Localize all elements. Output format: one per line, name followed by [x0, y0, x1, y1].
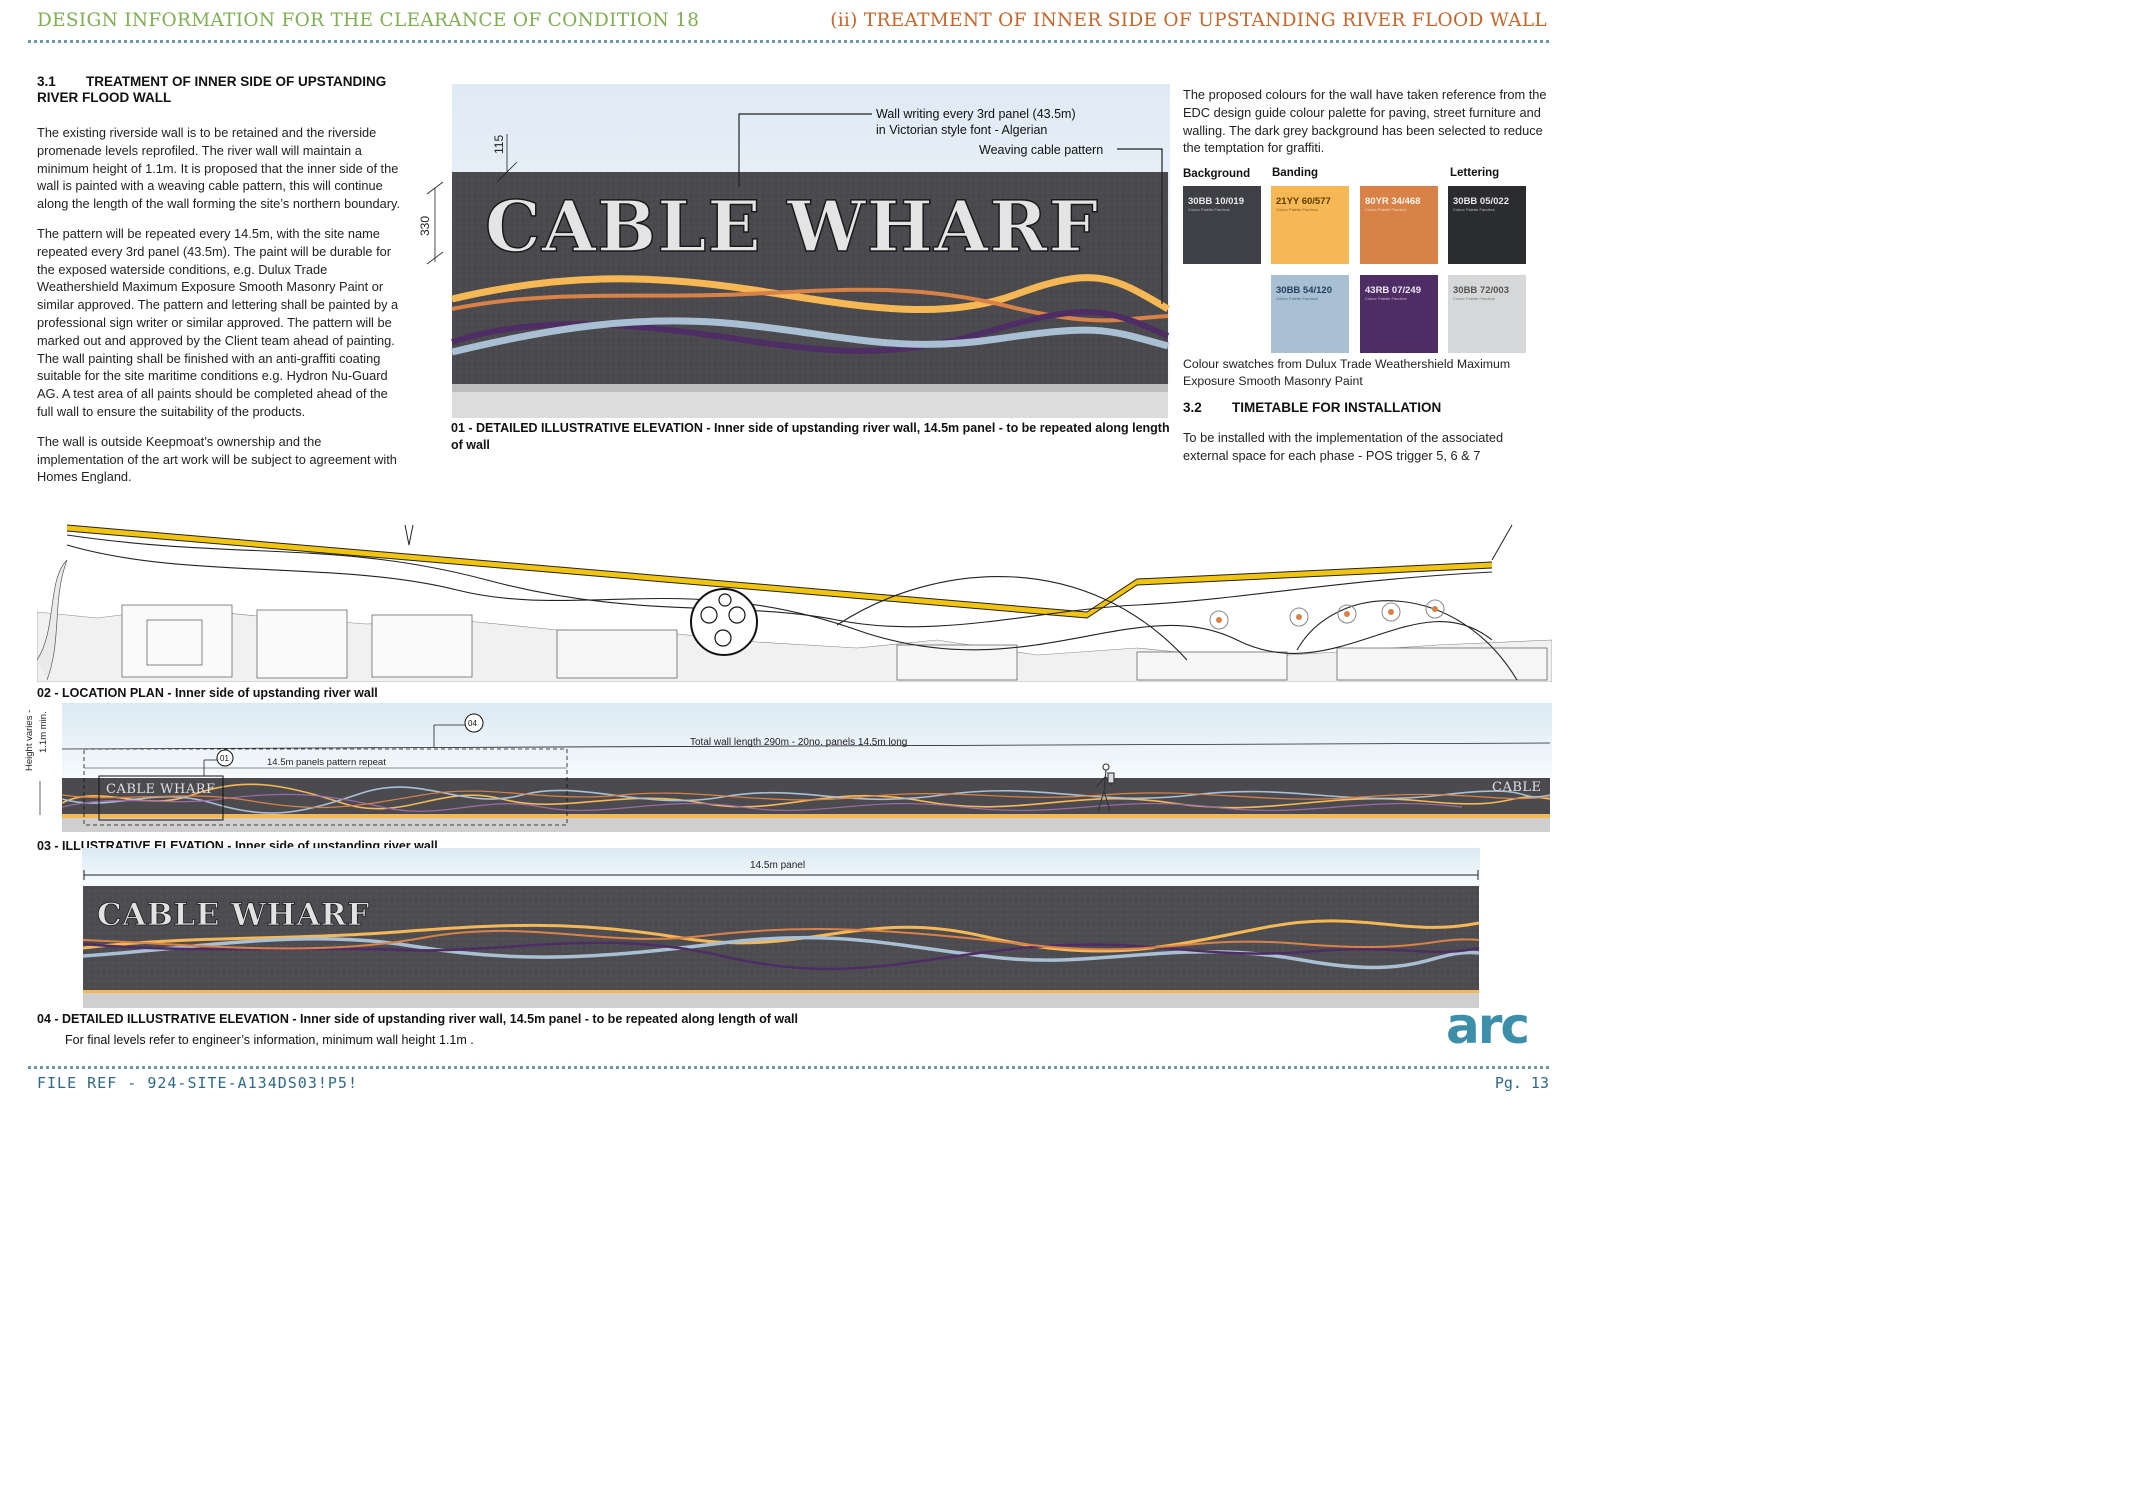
section-32-text: To be installed with the implementation … [1183, 430, 1504, 463]
figure-04-note: For final levels refer to engineer’s inf… [65, 1033, 474, 1047]
section-32-title-text: TIMETABLE FOR INSTALLATION [1232, 400, 1442, 415]
figure-01-elevation: CABLE WHARF 115 330 Wall writing every 3… [418, 84, 1170, 418]
figure-01-annotation-2: Weaving cable pattern [979, 143, 1103, 157]
figure-04-caption: 04 - DETAILED ILLUSTRATIVE ELEVATION - I… [37, 1011, 798, 1028]
section-31-title: 3.1 TREATMENT OF INNER SIDE OF UPSTANDING… [37, 74, 407, 106]
figure-03-height-label: Height varies - [24, 710, 35, 771]
figure-04-elevation: 14.5m panel CABLE WHARF [82, 848, 1480, 1008]
figure-02-caption: 02 - LOCATION PLAN - Inner side of upsta… [37, 685, 378, 702]
figure-02-caption-rest: Inner side of upstanding river wall [174, 686, 378, 700]
figure-04-panel-label: 14.5m panel [750, 860, 805, 871]
swatch-sub: Colour Palette Fandeck [1453, 296, 1495, 301]
figure-04-wall-text: CABLE WHARF [97, 897, 370, 933]
figure-03-elevation: CABLE WHARF CABLE 04 01 14.5m panels pat… [24, 703, 1552, 832]
swatch-code: 80YR 34/468 [1365, 196, 1421, 207]
swatch-sub: Colour Palette Fandeck [1188, 207, 1230, 212]
swatch-code: 30BB 10/019 [1188, 196, 1244, 207]
section-32-title: 3.2 TIMETABLE FOR INSTALLATION [1183, 400, 1441, 416]
figure-01-wall-text: CABLE WHARF [485, 185, 1099, 268]
swatch-heading-background: Background [1183, 168, 1251, 180]
figure-03-height-label-2: 1.1m min. [38, 711, 49, 753]
figure-01-annotation-1a: Wall writing every 3rd panel (43.5m) [876, 107, 1076, 121]
figure-01-annotation-1b: in Victorian style font - Algerian [876, 123, 1047, 137]
figure-02-location-plan [37, 520, 1552, 682]
figure-03-wall-text: CABLE WHARF [106, 782, 216, 797]
person-figure-icon [1095, 763, 1115, 812]
swatch-code: 30BB 05/022 [1453, 196, 1509, 207]
colours-caption: Colour swatches from Dulux Trade Weather… [1183, 357, 1511, 388]
figure-01-dim-top: 115 [492, 135, 506, 154]
swatch-code: 21YY 60/577 [1276, 196, 1331, 207]
swatch-sub: Colour Palette Fandeck [1365, 296, 1407, 301]
header-left-title: DESIGN INFORMATION FOR THE CLEARANCE OF … [37, 10, 700, 31]
colours-intro: The proposed colours for the wall have t… [1183, 87, 1547, 156]
footer-file-ref: FILE REF - 924-SITE-A134DS03!P5! [37, 1074, 358, 1092]
section-31-title-line1: TREATMENT OF INNER SIDE OF UPSTANDING [86, 74, 387, 89]
swatch-sub: Colour Palette Fandeck [1453, 207, 1495, 212]
section-31-body: The existing riverside wall is to be ret… [37, 124, 402, 486]
footer-divider [28, 1066, 1549, 1069]
section-31-number: 3.1 [37, 74, 56, 89]
figure-03-total-label: Total wall length 290m - 20no. panels 14… [690, 737, 907, 748]
section-32-number: 3.2 [1183, 400, 1202, 415]
figure-03-callout-01: 01 [220, 754, 229, 763]
figure-03-callout-04: 04 [468, 719, 477, 728]
swatch-sub: Colour Palette Fandeck [1276, 296, 1318, 301]
swatch-sub: Colour Palette Fandeck [1365, 207, 1407, 212]
figure-01-dim-side: 330 [418, 216, 432, 236]
header-right-title: (ii) TREATMENT OF INNER SIDE OF UPSTANDI… [830, 10, 1547, 31]
figure-01-caption: 01 - DETAILED ILLUSTRATIVE ELEVATION - I… [451, 421, 1170, 452]
figure-04-caption-rest: Inner side of upstanding river wall, 14.… [299, 1012, 798, 1026]
section-31-paragraph: The wall is outside Keepmoat’s ownership… [37, 433, 397, 485]
swatch-code: 30BB 72/003 [1453, 285, 1509, 296]
figure-02-caption-bold: 02 - LOCATION PLAN - [37, 686, 175, 700]
swatch-code: 30BB 54/120 [1276, 285, 1332, 296]
section-31-paragraph: The pattern will be repeated every 14.5m… [37, 225, 399, 419]
section-31-paragraph: The existing riverside wall is to be ret… [37, 125, 401, 212]
figure-03-wall-text-right: CABLE [1492, 780, 1542, 795]
swatch-code: 43RB 07/249 [1365, 285, 1421, 296]
header-divider [28, 40, 1549, 43]
figure-03-repeat-label: 14.5m panels pattern repeat [267, 757, 386, 768]
section-31: 3.1 TREATMENT OF INNER SIDE OF UPSTANDING… [37, 74, 407, 498]
swatch-heading-banding: Banding [1272, 167, 1318, 179]
swatch-sub: Colour Palette Fandeck [1276, 207, 1318, 212]
figure-04-caption-bold: 04 - DETAILED ILLUSTRATIVE ELEVATION - [37, 1012, 300, 1026]
section-31-title-line2: RIVER FLOOD WALL [37, 90, 172, 105]
arc-logo: arc [1446, 997, 1530, 1055]
swatch-heading-lettering: Lettering [1450, 167, 1500, 179]
footer-page-number: Pg. 13 [1494, 1074, 1549, 1092]
